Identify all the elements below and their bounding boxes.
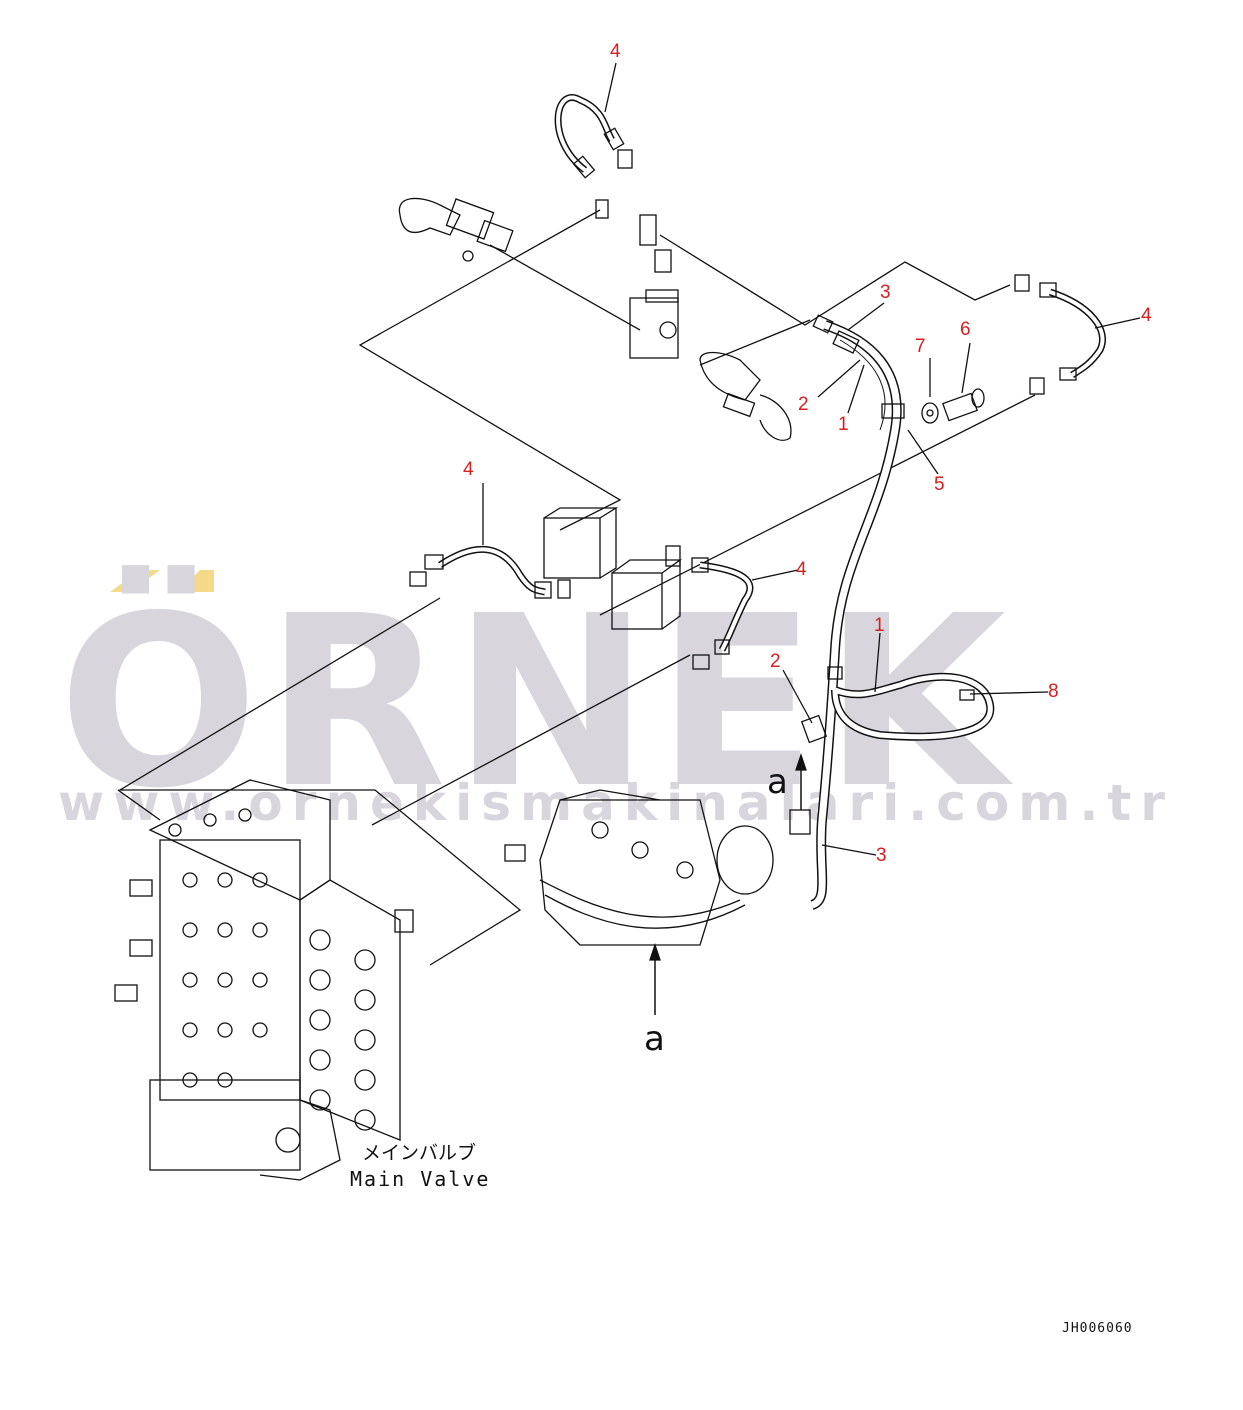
drawing-code: JH006060	[1062, 1321, 1133, 1336]
valve-lower-right	[504, 789, 774, 946]
callout-2-upper: 2	[798, 394, 809, 415]
hose-mid-left	[409, 507, 619, 599]
callout-4-mid-left: 4	[463, 459, 474, 480]
main-valve-body	[114, 779, 414, 1181]
callout-4-mid-right: 4	[796, 559, 807, 580]
callout-4-right: 4	[1141, 305, 1152, 326]
view-arrows	[649, 752, 807, 1015]
callout-1-upper: 1	[838, 414, 849, 435]
cylinder-upper	[398, 197, 514, 262]
view-marker-a-upper: a	[767, 762, 788, 802]
callout-8: 8	[1048, 681, 1059, 702]
view-marker-a-lower: a	[644, 1019, 665, 1059]
callout-3-upper: 3	[880, 282, 891, 303]
callout-5: 5	[934, 474, 945, 495]
connection-lines	[117, 209, 1036, 966]
bolt-and-washer	[921, 388, 985, 424]
main-valve-caption-en: Main Valve	[350, 1167, 491, 1191]
main-valve-caption-jp: メインバルブ	[362, 1142, 477, 1164]
callout-2-lower: 2	[770, 651, 781, 672]
watermark-brand: ÖRNEK	[58, 565, 1012, 840]
callout-6: 6	[960, 319, 971, 340]
valve-center	[629, 214, 792, 441]
callout-4-top: 4	[610, 41, 621, 62]
hose-main	[789, 314, 995, 910]
watermark-url: www.ornekismakinalari.com.tr	[58, 774, 1174, 832]
callout-1-lower: 1	[874, 615, 885, 636]
callout-leaders	[482, 62, 1141, 856]
hose-right	[1014, 274, 1106, 395]
hose-top	[554, 94, 633, 219]
callout-7: 7	[915, 336, 926, 357]
hose-mid-right	[611, 545, 754, 670]
callout-3-lower: 3	[876, 845, 887, 866]
